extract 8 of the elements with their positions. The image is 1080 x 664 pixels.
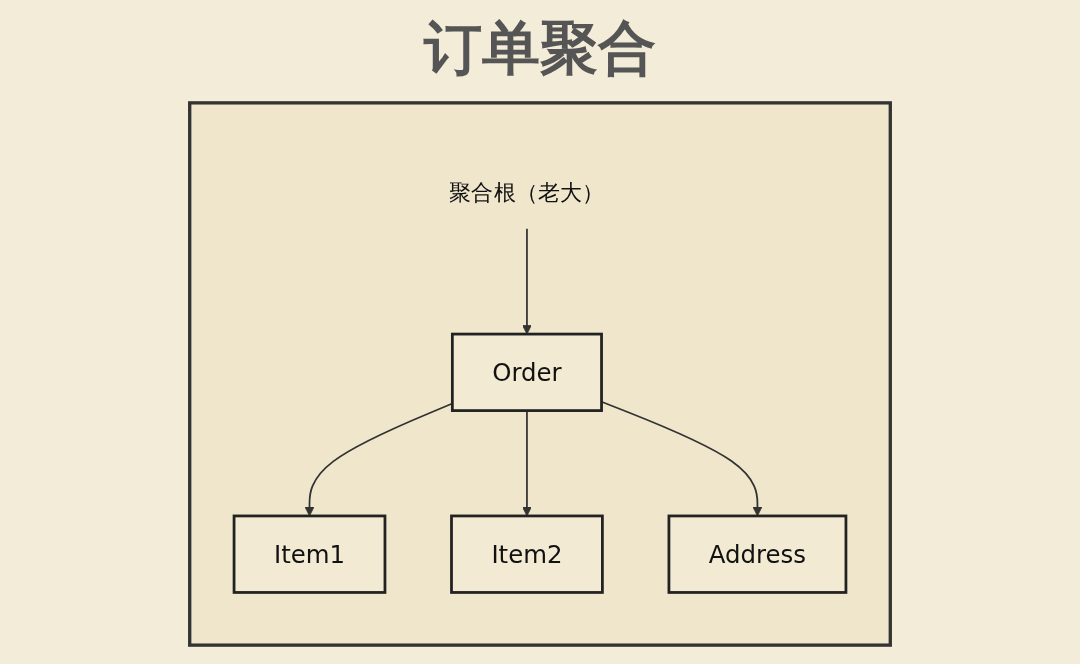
node-box: Item1 — [232, 514, 387, 594]
node-box: Address — [667, 514, 848, 594]
node-box: Order — [450, 332, 603, 412]
node-box: Item2 — [450, 514, 604, 594]
cluster — [188, 101, 892, 647]
node-text: 聚合根（老大） — [449, 178, 605, 206]
arrow — [522, 227, 532, 335]
diagram-title: 订单聚合 — [422, 13, 657, 84]
